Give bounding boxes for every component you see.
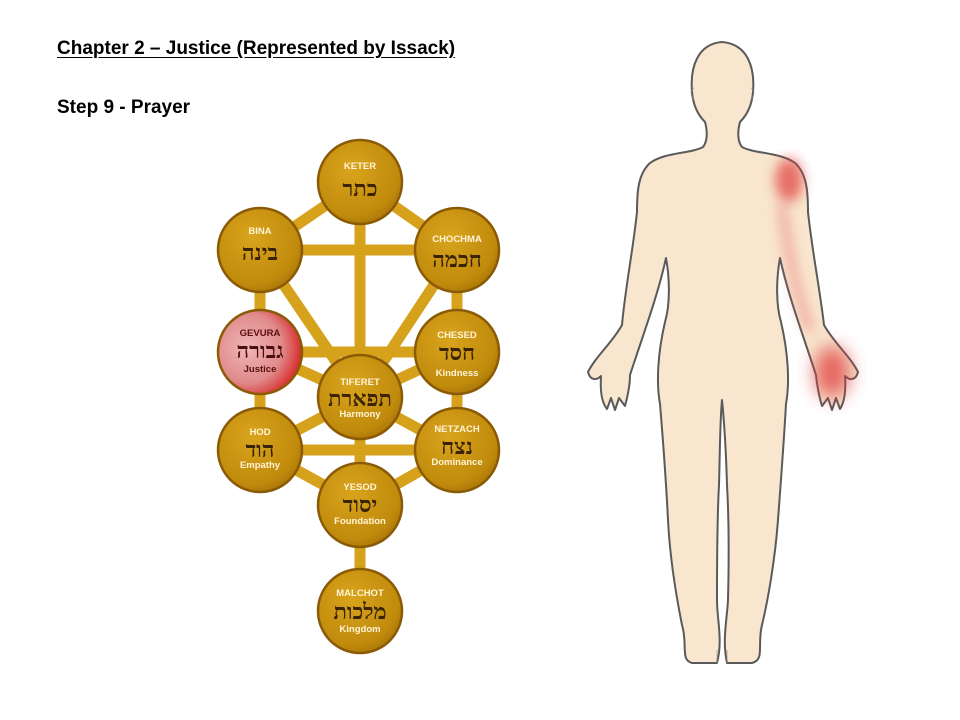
node-malchot-name: MALCHOT bbox=[336, 588, 384, 599]
node-yesod-name: YESOD bbox=[343, 482, 376, 493]
node-gevura-hebrew: גבורה bbox=[237, 338, 284, 364]
node-bina: BINA בינה bbox=[216, 206, 304, 294]
tree-of-life: KETER כתר BINA בינה CHOCHMA חכמה GEVURA … bbox=[216, 138, 501, 655]
node-yesod-hebrew: יסוד bbox=[343, 492, 378, 518]
node-yesod-translation: Foundation bbox=[334, 516, 386, 527]
node-hod-hebrew: הוד bbox=[246, 437, 275, 463]
node-yesod: YESOD יסוד Foundation bbox=[316, 461, 404, 549]
node-chesed-translation: Kindness bbox=[436, 368, 479, 379]
node-chesed-hebrew: חסד bbox=[439, 340, 475, 366]
node-hod-name: HOD bbox=[249, 427, 270, 438]
node-malchot-hebrew: מלכות bbox=[333, 599, 386, 625]
node-chochma: CHOCHMA חכמה bbox=[413, 206, 501, 294]
node-gevura-translation: Justice bbox=[244, 364, 277, 375]
chapter-title: Chapter 2 – Justice (Represented by Issa… bbox=[57, 38, 456, 59]
node-gevura-name: GEVURA bbox=[240, 328, 281, 339]
body-details bbox=[690, 87, 755, 663]
node-bina-name: BINA bbox=[248, 226, 271, 237]
node-chochma-hebrew: חכמה bbox=[432, 247, 481, 273]
node-tiferet-translation: Harmony bbox=[339, 409, 381, 420]
node-keter-name: KETER bbox=[344, 161, 376, 172]
node-keter-hebrew: כתר bbox=[343, 176, 378, 202]
node-keter: KETER כתר bbox=[316, 138, 404, 226]
node-chesed-name: CHESED bbox=[437, 330, 477, 341]
node-malchot: MALCHOT מלכות Kingdom bbox=[316, 567, 404, 655]
node-tiferet-hebrew: תפארת bbox=[328, 386, 392, 412]
node-bina-hebrew: בינה bbox=[242, 240, 278, 266]
node-hod: HOD הוד Empathy bbox=[216, 406, 304, 494]
node-gevura: GEVURA גבורה Justice bbox=[216, 308, 304, 396]
node-tiferet: TIFERET תפארת Harmony bbox=[316, 353, 404, 441]
node-netzach-hebrew: נצח bbox=[441, 434, 473, 460]
node-chochma-name: CHOCHMA bbox=[432, 234, 482, 245]
node-netzach-name: NETZACH bbox=[434, 424, 480, 435]
body-figure bbox=[587, 41, 859, 664]
step-title: Step 9 - Prayer bbox=[57, 97, 191, 118]
arm-highlight bbox=[775, 158, 850, 398]
node-tiferet-name: TIFERET bbox=[340, 377, 380, 388]
node-chesed: CHESED חסד Kindness bbox=[413, 308, 501, 396]
node-malchot-translation: Kingdom bbox=[339, 624, 380, 635]
node-netzach: NETZACH נצח Dominance bbox=[413, 406, 501, 494]
body-silhouette bbox=[587, 41, 859, 664]
node-hod-translation: Empathy bbox=[240, 460, 281, 471]
node-netzach-translation: Dominance bbox=[431, 457, 482, 468]
